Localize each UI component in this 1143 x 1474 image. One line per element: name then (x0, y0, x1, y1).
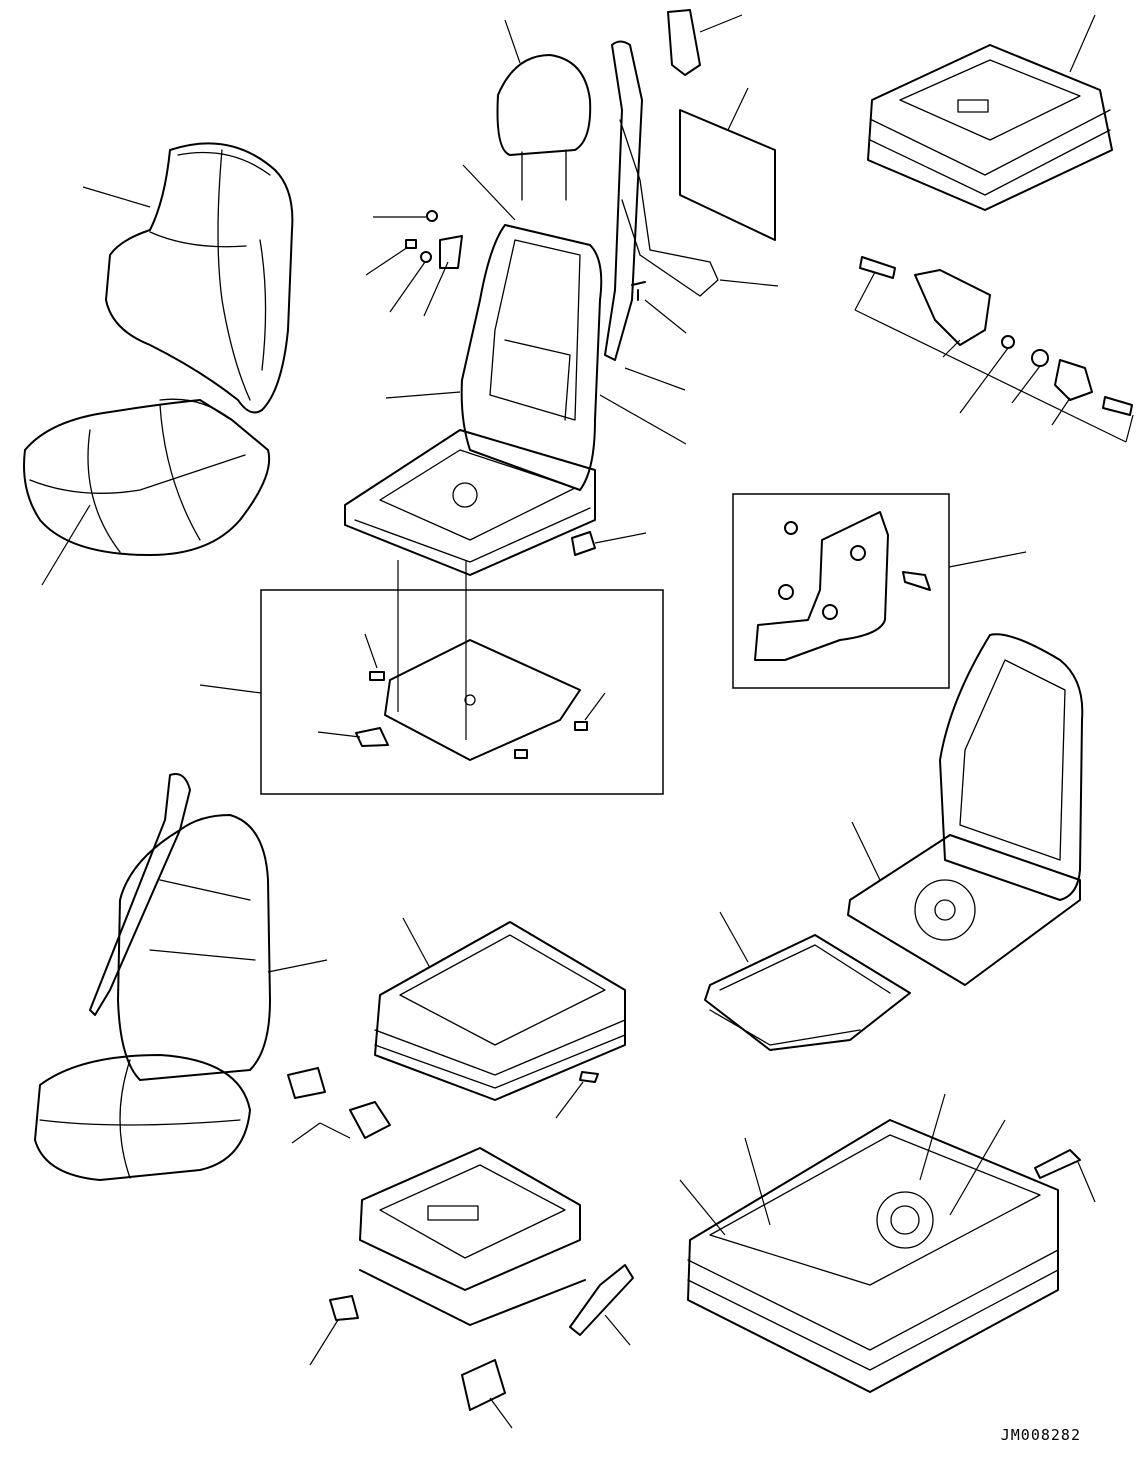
seat-cushion (23, 398, 271, 556)
drawing-code: JM008282 (1000, 1426, 1081, 1444)
seat-back-cushion (105, 142, 294, 414)
suspension-unit-top (867, 44, 1113, 211)
suspension-small-parts (287, 1067, 391, 1366)
seat-pan-frame (344, 429, 596, 576)
scissor-mechanism (359, 1147, 634, 1429)
frame-fasteners (405, 210, 646, 556)
assembled-seat (34, 773, 328, 1181)
bare-seat-frame (847, 633, 1084, 986)
switch-assembly (854, 256, 1134, 443)
slide-rails (704, 911, 911, 1051)
leader-lines-top (41, 14, 1096, 586)
headrest (496, 54, 592, 201)
suspension-unit-bottom (679, 1093, 1096, 1393)
bracket-detail-box (732, 493, 1027, 689)
slide-plate-detail-box (199, 560, 664, 795)
bellows-cover (374, 917, 626, 1119)
belt-stalk (604, 9, 776, 361)
seat-back-frame (460, 224, 603, 491)
